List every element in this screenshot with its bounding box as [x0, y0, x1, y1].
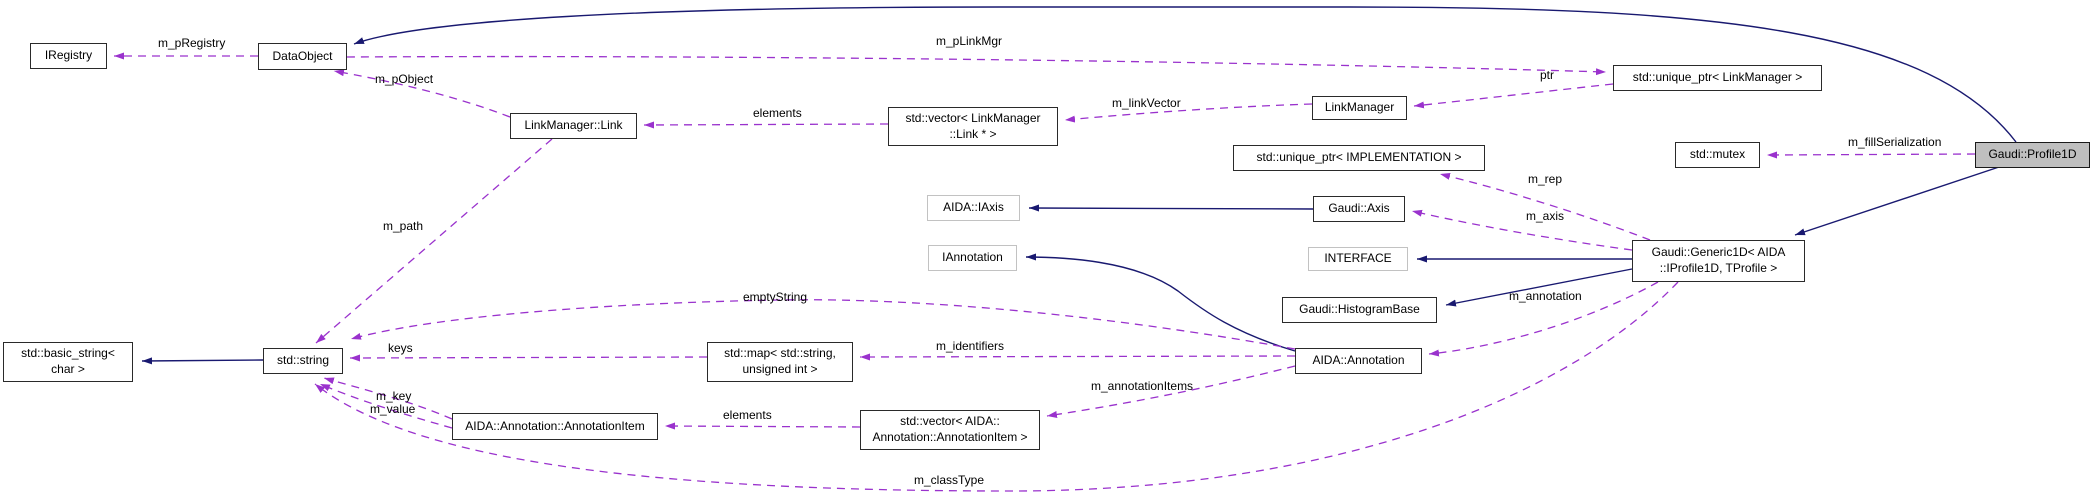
- node-vector-annotation-item[interactable]: std::vector< AIDA:: Annotation::Annotati…: [860, 410, 1040, 450]
- edge-axis-iaxis: [1028, 204, 1314, 212]
- node-std-mutex[interactable]: std::mutex: [1675, 142, 1760, 168]
- edge-m-linkvector: [1064, 103, 1313, 123]
- edge-label-m-linkvector: m_linkVector: [1112, 96, 1181, 110]
- edge-label-emptystring: emptyString: [743, 290, 808, 304]
- edge-label-m-pobject: m_pObject: [375, 72, 434, 86]
- edge-m-axis: [1411, 209, 1633, 251]
- edge-ptr: [1413, 83, 1614, 109]
- node-linkmanager-link[interactable]: LinkManager::Link: [510, 113, 637, 139]
- node-linkmanager[interactable]: LinkManager: [1312, 96, 1407, 120]
- edge-label-m-annotationitems: m_annotationItems: [1091, 379, 1194, 393]
- edge-annotation-iannotation: [1025, 253, 1296, 352]
- node-gaudi-axis[interactable]: Gaudi::Axis: [1313, 196, 1405, 222]
- node-interface: INTERFACE: [1308, 247, 1408, 271]
- node-std-string[interactable]: std::string: [263, 348, 343, 374]
- edge-label-m-annotation: m_annotation: [1509, 289, 1582, 303]
- edge-profile1d-dataobject: [353, 6, 2017, 143]
- node-aida-iaxis: AIDA::IAxis: [927, 195, 1020, 221]
- edge-label-m-rep: m_rep: [1528, 172, 1563, 186]
- edge-elements-bottom: [664, 422, 861, 430]
- edge-m-identifiers: [859, 353, 1296, 361]
- node-iannotation: IAnnotation: [928, 245, 1017, 271]
- node-std-map[interactable]: std::map< std::string, unsigned int >: [707, 342, 853, 382]
- node-gaudi-histogrambase[interactable]: Gaudi::HistogramBase: [1282, 297, 1437, 323]
- edge-label-m-classtype: m_classType: [914, 473, 985, 487]
- edge-label-m-pregistry: m_pRegistry: [158, 36, 226, 50]
- edge-label-m-path: m_path: [383, 219, 424, 233]
- edge-m-value: [319, 383, 453, 429]
- edge-generic1d-histogrambase: [1445, 268, 1633, 307]
- node-annotation-item[interactable]: AIDA::Annotation::AnnotationItem: [452, 413, 658, 440]
- edge-elements-top: [643, 121, 889, 129]
- node-unique-ptr-linkmanager[interactable]: std::unique_ptr< LinkManager >: [1613, 65, 1822, 91]
- edge-string-basicstring: [141, 357, 264, 365]
- edge-profile1d-generic1d: [1794, 166, 2000, 236]
- edge-m-classtype: [314, 281, 1679, 492]
- edge-label-ptr: ptr: [1540, 68, 1555, 82]
- node-dataobject[interactable]: DataObject: [258, 43, 347, 70]
- node-iregistry[interactable]: IRegistry: [30, 43, 107, 69]
- node-vector-linkmanager-link[interactable]: std::vector< LinkManager ::Link * >: [888, 107, 1058, 146]
- edge-label-m-fillserialization: m_fillSerialization: [1848, 135, 1942, 149]
- edge-label-m-plinkmgr: m_pLinkMgr: [936, 34, 1003, 48]
- edge-label-keys: keys: [388, 341, 413, 355]
- edge-label-m-value: m_value: [370, 402, 416, 416]
- edge-m-annotationitems: [1046, 365, 1296, 418]
- edge-label-m-identifiers: m_identifiers: [936, 339, 1005, 353]
- edge-m-fillserialization: [1766, 151, 1976, 159]
- node-gaudi-generic1d[interactable]: Gaudi::Generic1D< AIDA ::IProfile1D, TPr…: [1632, 240, 1805, 282]
- node-gaudi-profile1d: Gaudi::Profile1D: [1975, 142, 2090, 168]
- node-std-basic-string[interactable]: std::basic_string< char >: [3, 342, 133, 382]
- edge-keys: [349, 354, 708, 362]
- edge-label-elements-top: elements: [753, 106, 802, 120]
- node-unique-ptr-implementation[interactable]: std::unique_ptr< IMPLEMENTATION >: [1233, 145, 1485, 171]
- edge-m-plinkmgr: [346, 55, 1607, 76]
- edge-label-m-key: m_key: [376, 389, 412, 403]
- edge-m-annotation: [1428, 281, 1659, 357]
- edge-emptystring: [350, 299, 1296, 350]
- edge-m-path: [315, 138, 553, 344]
- edge-label-elements-bottom: elements: [723, 408, 772, 422]
- edge-m-rep: [1439, 172, 1651, 241]
- edge-m-key: [323, 377, 453, 420]
- edge-label-m-axis: m_axis: [1526, 209, 1565, 223]
- node-aida-annotation[interactable]: AIDA::Annotation: [1295, 348, 1422, 374]
